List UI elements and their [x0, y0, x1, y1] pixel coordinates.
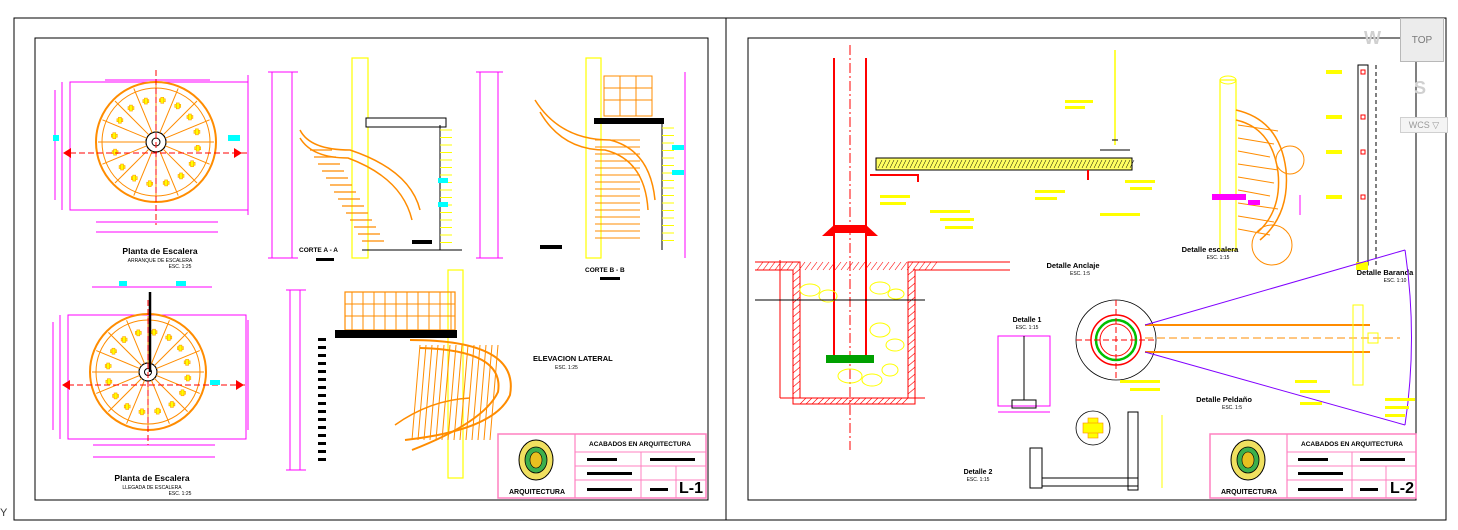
detail-2-scale: ESC. 1:15 — [967, 477, 990, 483]
side-elevation: ELEVACION LATERAL ESC. 1:25 — [286, 269, 613, 479]
plan-2-spiral: Planta de Escalera LLEGADA DE ESCALERA E… — [52, 281, 249, 497]
stair-detail: Detalle escalera ESC. 1:15 — [1182, 75, 1305, 266]
plan-1-spiral: Planta de Escalera ARRANQUE DE ESCALERA … — [53, 70, 249, 270]
title-block-2: ARQUITECTURA ACABADOS EN ARQUITECTURA L-… — [1209, 433, 1417, 499]
section-a-a: CORTE A - A — [268, 57, 462, 261]
sheet-1: Planta de Escalera ARRANQUE DE ESCALERA … — [52, 57, 707, 499]
section-a-a-title: CORTE A - A — [299, 247, 338, 254]
railing-detail-title: Detalle Baranda — [1357, 268, 1415, 277]
step-detail-scale: ESC. 1:5 — [1222, 405, 1242, 411]
plan-1-scale: ESC. 1:25 — [169, 264, 192, 270]
title-block-1-title: ACABADOS EN ARQUITECTURA — [589, 441, 691, 448]
viewcube-top-face[interactable]: TOP — [1400, 18, 1444, 62]
plan-2-title: Planta de Escalera — [114, 473, 189, 483]
elevation-title: ELEVACION LATERAL — [533, 354, 613, 363]
detail-1-title: Detalle 1 — [1013, 317, 1042, 324]
railing-detail-scale: ESC. 1:10 — [1384, 278, 1407, 284]
plan-2-subtitle: LLEGADA DE ESCALERA — [122, 485, 182, 491]
plan-1-subtitle: ARRANQUE DE ESCALERA — [128, 258, 193, 264]
step-detail-title: Detalle Peldaño — [1196, 395, 1252, 404]
detail-1: Detalle 1 ESC. 1:15 — [997, 317, 1051, 413]
anchor-detail-scale: ESC. 1:5 — [1070, 271, 1090, 277]
detail-2: Detalle 2 ESC. 1:15 — [964, 410, 1163, 491]
step-detail: Detalle Peldaño ESC. 1:5 — [1075, 249, 1415, 426]
title-block-1-sheet-number: L-1 — [679, 480, 703, 497]
viewcube[interactable]: W TOP S — [1364, 18, 1458, 138]
plan-2-scale: ESC. 1:25 — [169, 491, 192, 497]
stair-detail-scale: ESC. 1:15 — [1207, 255, 1230, 261]
sheet-frames — [13, 17, 1447, 521]
detail-1-scale: ESC. 1:15 — [1016, 325, 1039, 331]
railing-detail: Detalle Baranda ESC. 1:10 — [1326, 64, 1415, 284]
stair-detail-title: Detalle escalera — [1182, 245, 1240, 254]
column-foundation — [755, 45, 1010, 450]
ucs-y-axis-label: Y — [0, 507, 8, 519]
plan-1-title: Planta de Escalera — [122, 246, 197, 256]
viewcube-south-label[interactable]: S — [1414, 78, 1427, 98]
anchor-detail: Detalle Anclaje ESC. 1:5 — [870, 50, 1155, 277]
anchor-detail-title: Detalle Anclaje — [1046, 261, 1099, 270]
elevation-scale: ESC. 1:25 — [555, 365, 578, 371]
sheet-2: Detalle Anclaje ESC. 1:5 Detalle escaler… — [755, 45, 1417, 499]
title-block-1-logo-text: ARQUITECTURA — [509, 489, 565, 496]
section-b-b-title: CORTE B - B — [585, 267, 625, 274]
section-b-b: CORTE B - B — [476, 57, 686, 280]
title-block-2-title: ACABADOS EN ARQUITECTURA — [1301, 441, 1403, 448]
viewcube-west-label[interactable]: W — [1364, 28, 1381, 48]
title-block-2-logo-text: ARQUITECTURA — [1221, 489, 1277, 496]
wcs-menu-button[interactable]: WCS ▽ — [1400, 117, 1448, 133]
detail-2-title: Detalle 2 — [964, 469, 993, 476]
title-block-2-sheet-number: L-2 — [1390, 480, 1414, 497]
title-block-1: ARQUITECTURA ACABADOS EN ARQUITECTURA L-… — [497, 433, 707, 499]
